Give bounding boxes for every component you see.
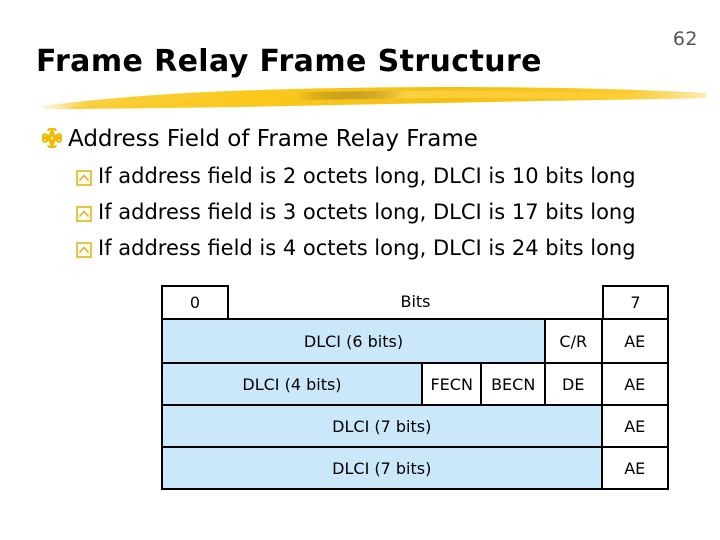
cell-cr: C/R bbox=[543, 320, 601, 362]
frame-format-diagram: 0 Bits 7 DLCI (6 bits) C/R AE DLCI (4 bi… bbox=[161, 285, 669, 493]
cell-ae-row3: AE bbox=[600, 406, 667, 446]
cell-de: DE bbox=[543, 364, 601, 404]
bullet-level1-label: Address Field of Frame Relay Frame bbox=[68, 126, 478, 152]
bullet-level2-item-2: If address field is 3 octets long, DLCI … bbox=[76, 195, 720, 229]
cell-becn: BECN bbox=[480, 364, 544, 404]
chevron-box-bullet-icon bbox=[76, 242, 98, 259]
bullet-level2-label-3: If address field is 4 octets long, DLCI … bbox=[98, 236, 636, 261]
cell-dlci-6-bits: DLCI (6 bits) bbox=[163, 320, 544, 362]
bullet-level2-label-2: If address field is 3 octets long, DLCI … bbox=[98, 200, 636, 225]
cell-dlci-7-bits-row4: DLCI (7 bits) bbox=[163, 448, 601, 488]
cell-fecn: FECN bbox=[420, 364, 481, 404]
header-bit-7: 7 bbox=[602, 285, 669, 320]
cell-ae-row2: AE bbox=[600, 364, 667, 404]
cloverleaf-bullet-icon bbox=[42, 128, 68, 148]
cell-dlci-4-bits: DLCI (4 bits) bbox=[163, 364, 421, 404]
cell-dlci-7-bits-row3: DLCI (7 bits) bbox=[163, 406, 601, 446]
bullet-level2-item-3: If address field is 4 octets long, DLCI … bbox=[76, 231, 720, 265]
chevron-box-bullet-icon bbox=[76, 170, 98, 187]
bullet-level2-item-1: If address field is 2 octets long, DLCI … bbox=[76, 159, 720, 193]
table-row: DLCI (4 bits) FECN BECN DE AE bbox=[163, 362, 667, 404]
page-title: Frame Relay Frame Structure bbox=[36, 44, 542, 79]
header-bit-0: 0 bbox=[161, 285, 229, 320]
bullet-level2-label-1: If address field is 2 octets long, DLCI … bbox=[98, 164, 636, 189]
table-row: DLCI (7 bits) AE bbox=[163, 404, 667, 446]
bullet-level1: Address Field of Frame Relay Frame bbox=[42, 126, 720, 153]
bullet-list: Address Field of Frame Relay Frame If ad… bbox=[0, 126, 720, 267]
brush-stroke-divider bbox=[42, 87, 706, 109]
table-row: DLCI (6 bits) C/R AE bbox=[163, 320, 667, 362]
chevron-box-bullet-icon bbox=[76, 206, 98, 223]
page-number: 62 bbox=[672, 28, 698, 50]
diagram-header-row: 0 Bits 7 bbox=[161, 285, 669, 320]
header-bits-label: Bits bbox=[229, 285, 602, 320]
diagram-grid: DLCI (6 bits) C/R AE DLCI (4 bits) FECN … bbox=[161, 320, 669, 490]
table-row: DLCI (7 bits) AE bbox=[163, 446, 667, 488]
cell-ae-row1: AE bbox=[600, 320, 667, 362]
cell-ae-row4: AE bbox=[600, 448, 667, 488]
